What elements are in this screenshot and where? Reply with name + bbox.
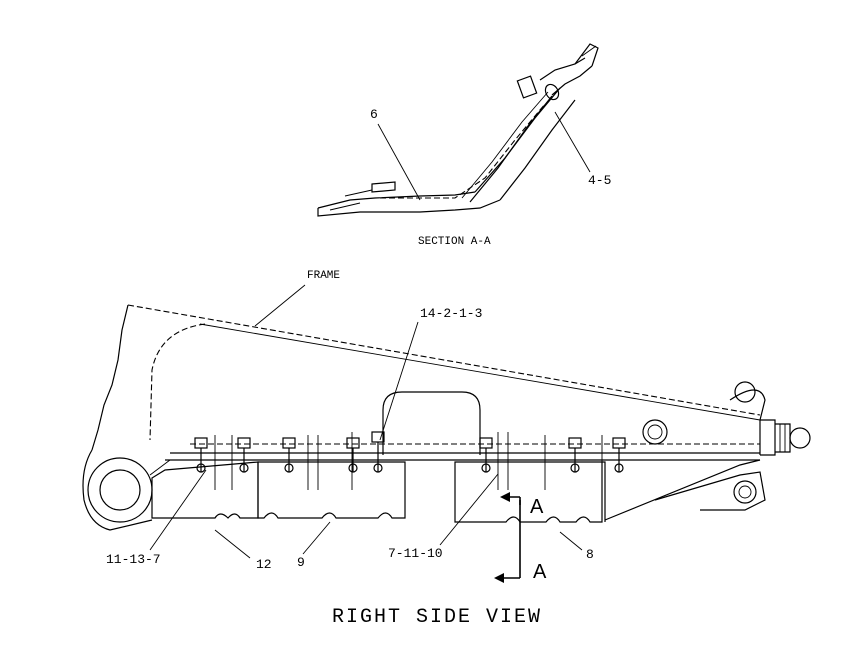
svg-text:FRAME: FRAME — [307, 270, 340, 282]
svg-text:12: 12 — [256, 557, 272, 572]
view-title: RIGHT SIDE VIEW — [332, 606, 542, 629]
svg-text:7-11-10: 7-11-10 — [388, 546, 443, 561]
wear-plates — [151, 461, 606, 523]
svg-text:6: 6 — [370, 107, 378, 122]
svg-text:9: 9 — [297, 555, 305, 570]
section-title: SECTION A-A — [418, 236, 491, 248]
frame-outline — [82, 304, 811, 531]
callout-9: 9 — [297, 521, 331, 570]
section-a-a-drawing — [317, 43, 599, 217]
callout-14-2-1-3: 14-2-1-3 — [379, 306, 482, 441]
svg-text:14-2-1-3: 14-2-1-3 — [420, 306, 482, 321]
callout-11-13-7: 11-13-7 — [106, 469, 207, 567]
section-cut-line — [494, 492, 521, 583]
callout-12: 12 — [214, 529, 272, 572]
callout-6: 6 — [370, 107, 421, 201]
callout-8: 8 — [559, 531, 594, 562]
svg-text:8: 8 — [586, 547, 594, 562]
section-marker-bottom: A — [533, 561, 547, 583]
callout-frame: FRAME — [254, 270, 340, 327]
section-marker-top: A — [530, 496, 544, 518]
svg-text:11-13-7: 11-13-7 — [106, 552, 161, 567]
svg-text:4-5: 4-5 — [588, 173, 611, 188]
callout-4-5: 4-5 — [554, 111, 611, 188]
bolts — [194, 431, 626, 490]
callout-7-11-10: 7-11-10 — [388, 473, 499, 561]
